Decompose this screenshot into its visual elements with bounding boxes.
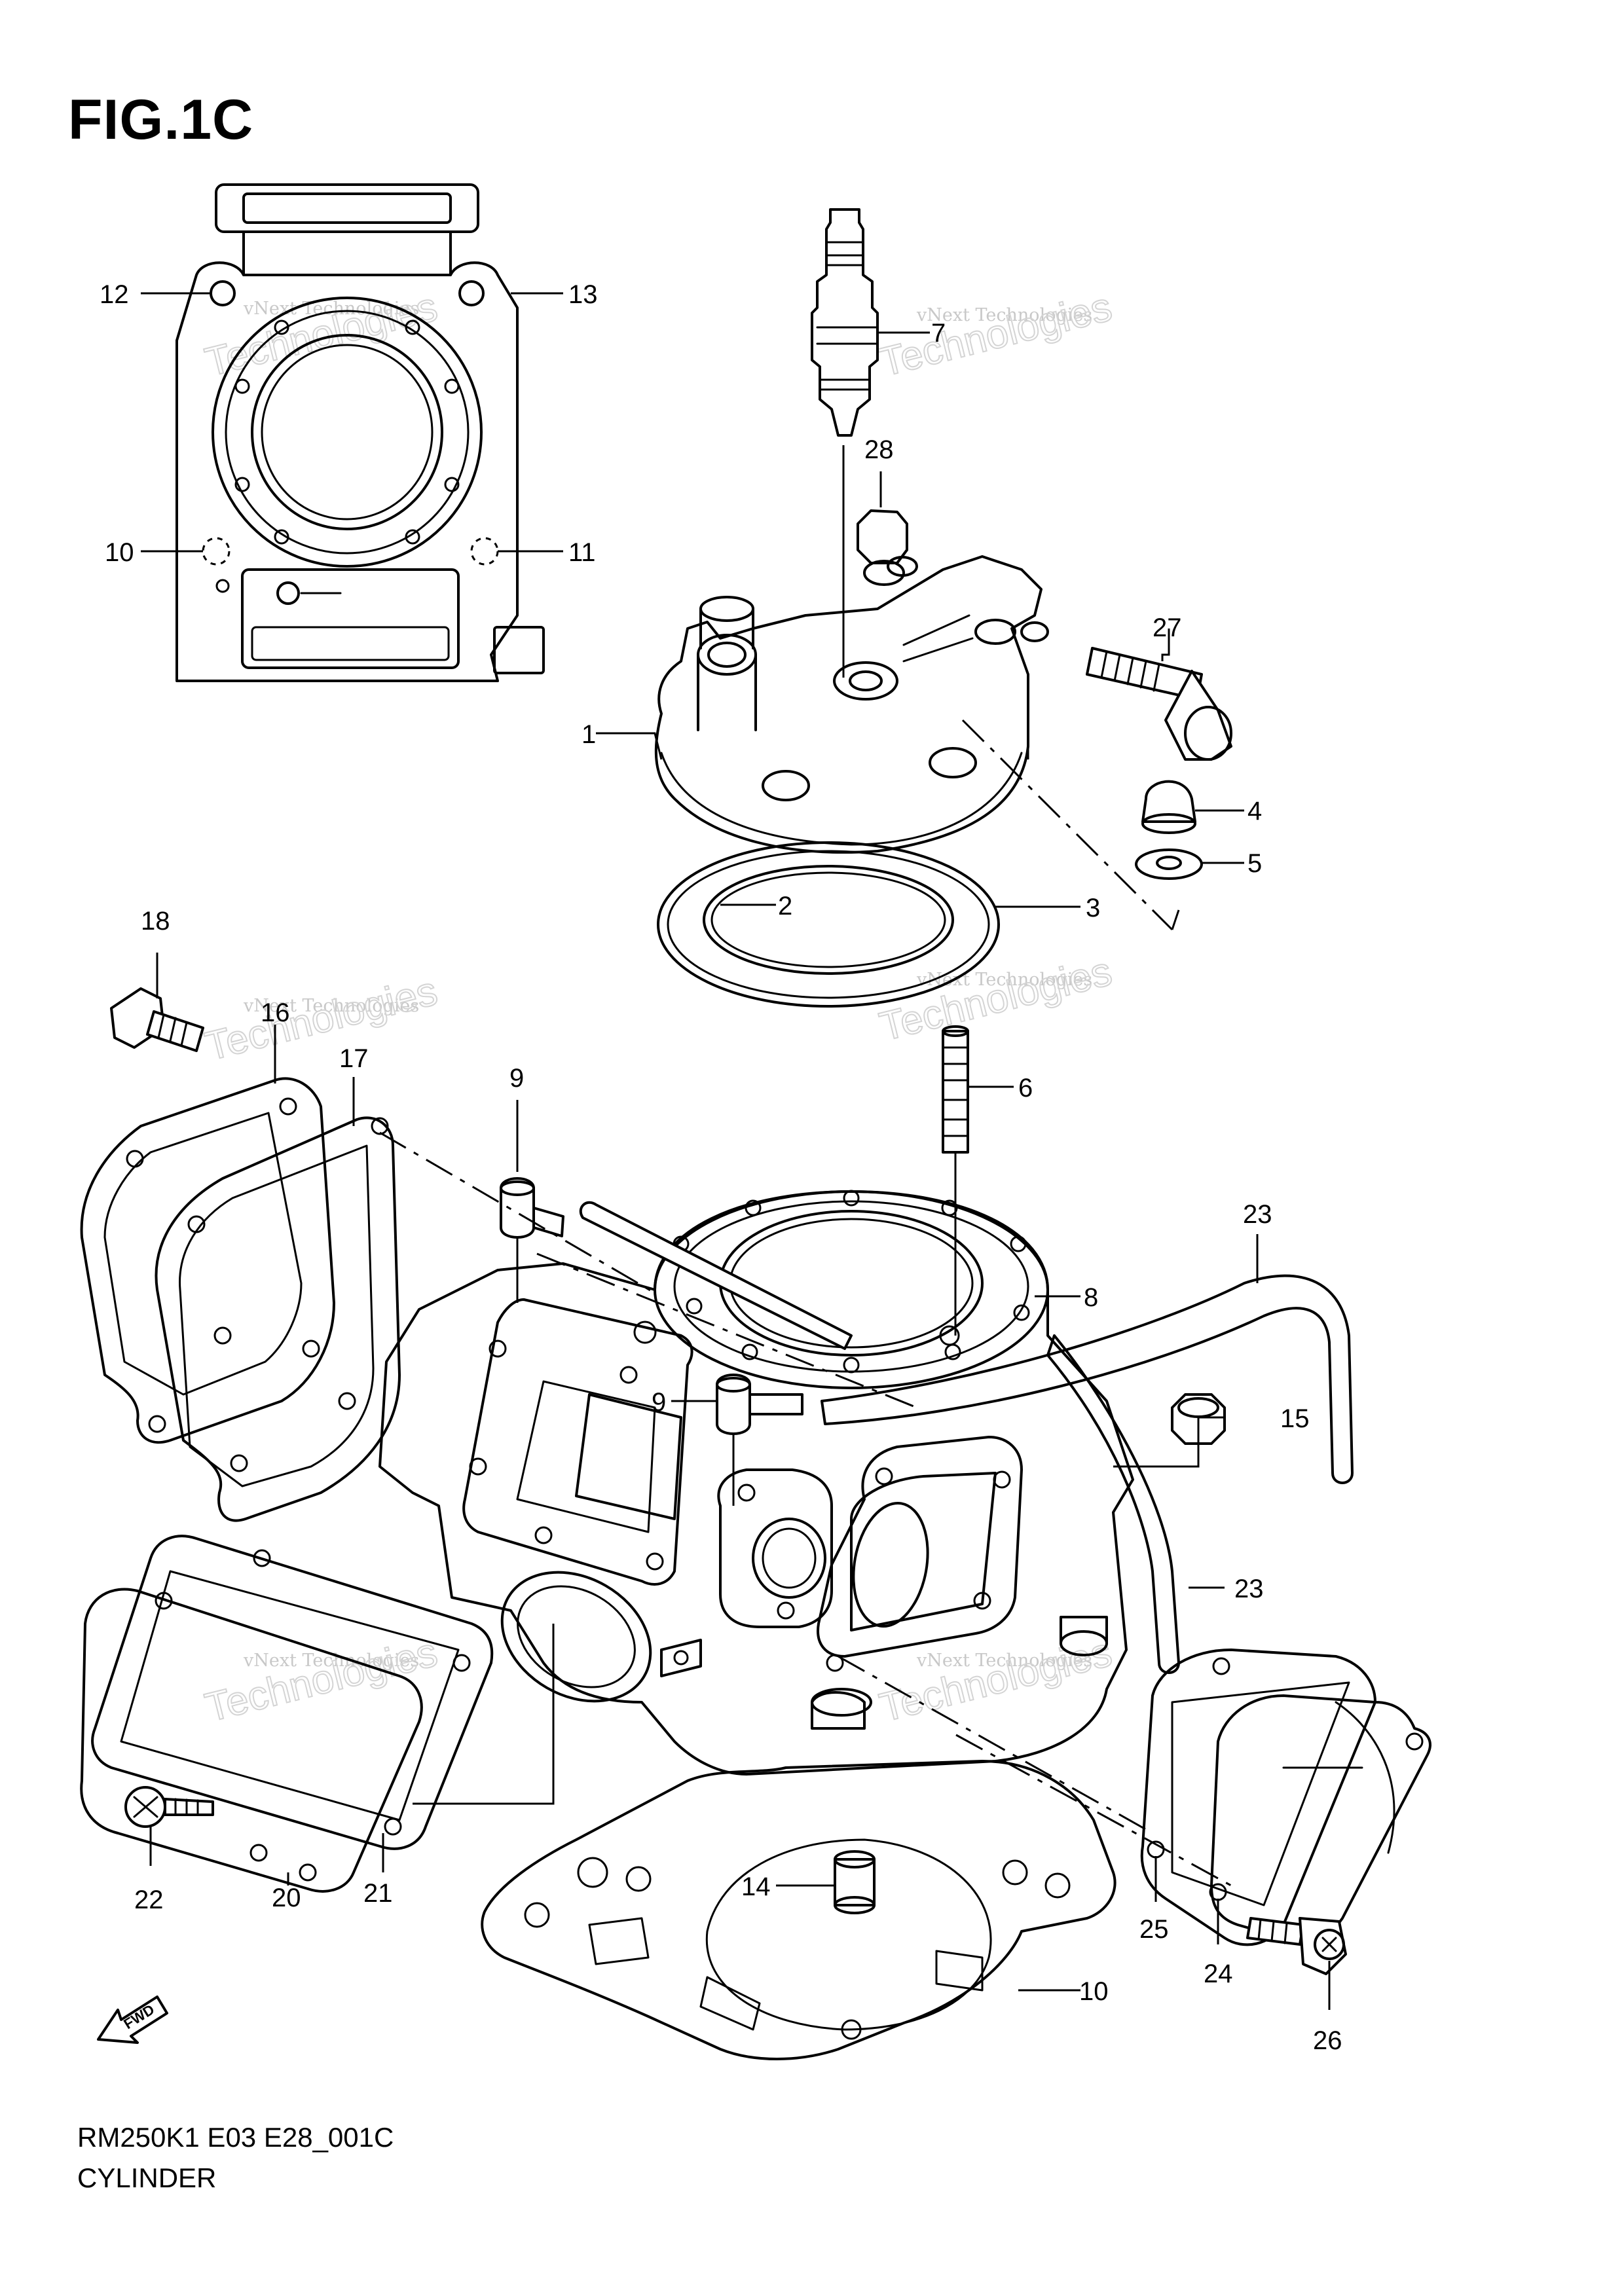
diagram-code: RM250K1 E03 E28_001C xyxy=(77,2122,394,2153)
forward-arrow-icon: FWD xyxy=(97,1995,168,2044)
callout-22: 22 xyxy=(134,1886,164,1914)
figure-title: FIG.1C xyxy=(68,88,254,151)
callout-20: 20 xyxy=(272,1884,301,1912)
head-bolt-line xyxy=(1027,674,1180,930)
callout-6: 6 xyxy=(1018,1074,1033,1102)
callout-labels: 12 13 10 11 7 28 1 27 4 5 2 3 6 8 9 9 18… xyxy=(100,280,1342,2055)
union-fitting-9-upper xyxy=(500,1177,564,1239)
reed-valve-gasket-17 xyxy=(80,1077,335,1444)
callout-9-upper: 9 xyxy=(509,1064,524,1093)
callout-2: 2 xyxy=(778,892,792,920)
alignment-line xyxy=(961,719,1173,931)
callout-24: 24 xyxy=(1204,1959,1233,1988)
callout-25: 25 xyxy=(1139,1915,1169,1944)
breather-hose-23-upper xyxy=(821,1274,1354,1484)
head-gasket-inner-o-ring xyxy=(703,865,954,975)
callout-21: 21 xyxy=(363,1879,393,1908)
callout-10: 10 xyxy=(1079,1977,1109,2006)
head-gasket-outer-o-ring-inner-edge xyxy=(667,850,990,999)
bolt-19 xyxy=(110,987,204,1052)
breather-hose-short xyxy=(579,1201,853,1350)
cylinder-top-view xyxy=(175,183,545,682)
breather-hose-23-lower xyxy=(1046,1334,1180,1674)
callout-7: 7 xyxy=(931,319,946,348)
bolt-27 xyxy=(1086,647,1232,761)
callout-11: 10 xyxy=(105,538,134,567)
callout-1: 1 xyxy=(581,720,596,749)
head-gasket-outer-o-ring xyxy=(657,841,1000,1008)
reed-cover-20 xyxy=(80,1588,423,1893)
exhaust-valve-cover-gasket-25 xyxy=(1140,1649,1376,1946)
cylinder-head xyxy=(654,555,1049,854)
watermark-logo-text: Technologies xyxy=(201,968,442,1070)
watermark-text: vNext Technologies xyxy=(243,299,419,319)
washer-5 xyxy=(1135,848,1203,880)
callout-28: 28 xyxy=(864,435,894,464)
alignment-line xyxy=(955,1734,1232,1887)
cylinder-body xyxy=(378,1190,1134,1776)
callout-16: 15 xyxy=(1280,1404,1310,1433)
cap-nut-4 xyxy=(1141,780,1196,834)
dowel-pin-15 xyxy=(834,1850,876,1914)
screw-22 xyxy=(124,1786,214,1828)
callout-3: 3 xyxy=(1086,894,1100,922)
alignment-line xyxy=(536,1252,917,1409)
bolt-26 xyxy=(1246,1917,1347,1975)
callout-leaders xyxy=(141,292,1331,2010)
head-gasket-inner-o-ring-inner-edge xyxy=(710,871,946,968)
cylinder-base-gasket-10 xyxy=(481,1760,1116,2060)
callout-12: 11 xyxy=(568,538,596,567)
callout-17: 16 xyxy=(261,998,290,1027)
watermark-text: vNext Technologies xyxy=(243,996,419,1016)
callout-18: 17 xyxy=(339,1044,369,1073)
exhaust-valve-cover-24 xyxy=(1210,1694,1431,1942)
callout-14: 13 xyxy=(568,280,598,309)
watermark-logo-text: Technologies xyxy=(876,949,1116,1050)
alignment-line xyxy=(838,1655,1153,1834)
callout-9-lower: 9 xyxy=(652,1388,666,1417)
watermark-logo-text: Technologies xyxy=(876,284,1116,386)
union-fitting-9-lower xyxy=(716,1374,803,1435)
callout-13: 12 xyxy=(100,280,129,309)
watermark-text: vNext Technologies xyxy=(916,1650,1092,1671)
spark-plug xyxy=(811,208,879,437)
callout-23-lower: 23 xyxy=(1234,1575,1264,1603)
callout-26: 26 xyxy=(1313,2026,1342,2055)
callout-15: 14 xyxy=(741,1872,771,1901)
assembly-name: CYLINDER xyxy=(77,2162,217,2193)
callout-4: 4 xyxy=(1247,797,1262,826)
watermark-group: vNext Technologies Technologies vNext Te… xyxy=(200,283,1117,1732)
watermark-text: vNext Technologies xyxy=(916,970,1092,990)
callout-8: 8 xyxy=(1084,1283,1098,1312)
callout-27: 27 xyxy=(1153,613,1182,642)
callout-23-upper: 23 xyxy=(1243,1200,1272,1229)
callout-5: 5 xyxy=(1247,849,1262,878)
stud-bolt-6 xyxy=(942,1025,969,1154)
watermark-text: vNext Technologies xyxy=(916,305,1092,325)
reed-cover-gasket-21 xyxy=(91,1535,494,1850)
reed-valve-cover-18 xyxy=(155,1116,401,1522)
callout-19: 18 xyxy=(141,907,170,936)
reed-bolt-line xyxy=(413,1624,555,1805)
